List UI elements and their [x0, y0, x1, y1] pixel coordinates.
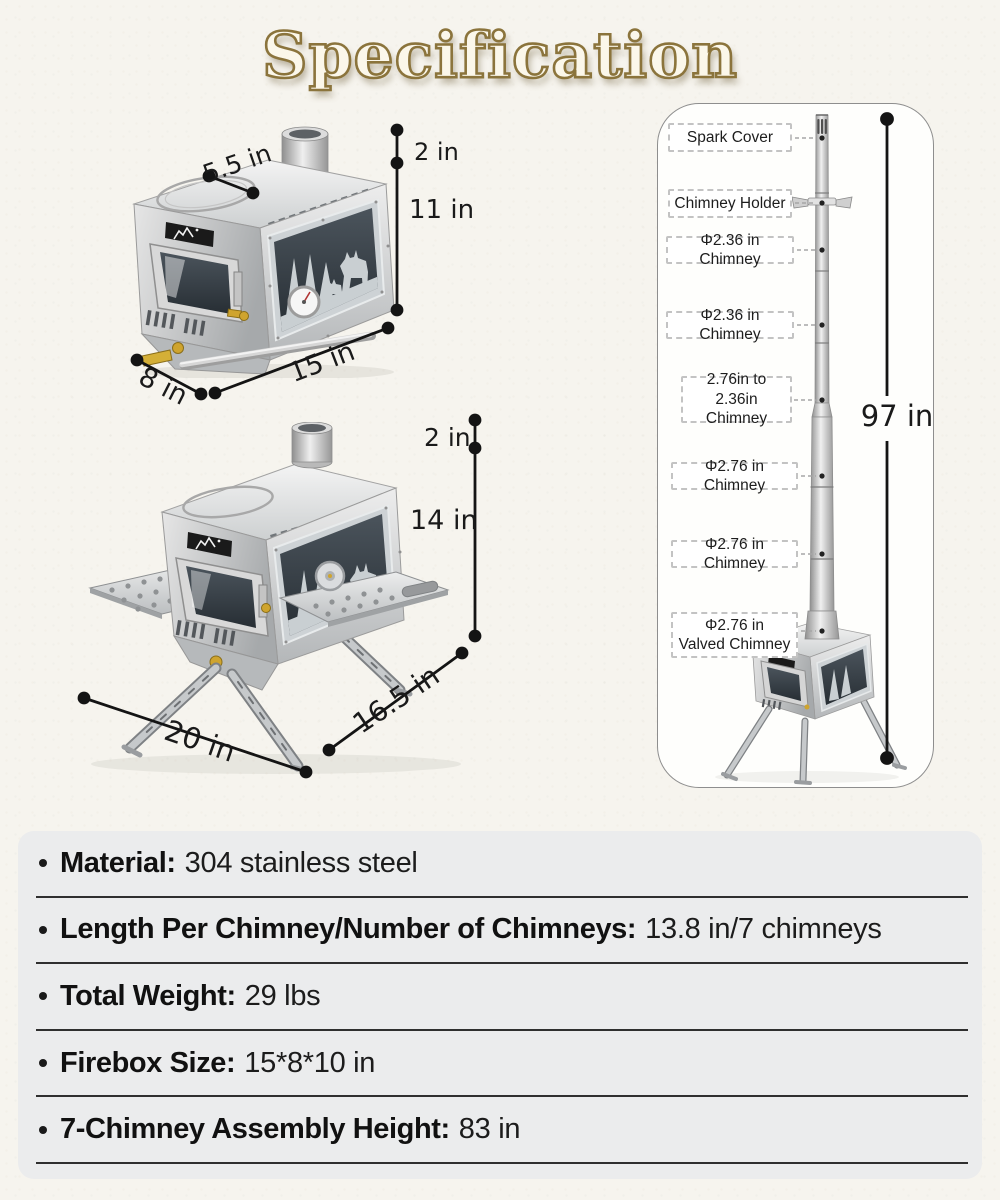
mountain-logo-icon [173, 226, 194, 240]
door-hinge [233, 271, 243, 307]
dim-label-body-height-2: 14 in [410, 505, 478, 536]
spec-value: 83 in [458, 1113, 521, 1146]
spec-label: Length Per Chimney/Number of Chimneys: [60, 913, 637, 946]
chimney-pipe [791, 114, 853, 612]
stove-leg [721, 705, 773, 781]
spec-row-firebox: Firebox Size: 15*8*10 in [36, 1031, 968, 1098]
spec-value: 13.8 in/7 chimneys [645, 913, 882, 946]
chimney-label-spark-cover: Spark Cover [668, 123, 792, 152]
chimney-label-236-1: Φ2.36 in Chimney [666, 232, 794, 268]
spec-value: 15*8*10 in [244, 1046, 376, 1079]
dim-label-collar-2: 2 in [424, 423, 471, 452]
spec-label: Firebox Size: [60, 1046, 236, 1079]
chimney-label-276-1: Φ2.76 in Chimney [671, 458, 798, 494]
dim-label-body-height-1: 11 in [409, 195, 475, 225]
dim-label-collar-1: 2 in [414, 138, 459, 166]
page-title: Specification [261, 17, 739, 94]
spec-value: 304 stainless steel [184, 846, 418, 879]
logo-plate [165, 222, 214, 247]
chimney-assembly-illustration [715, 114, 907, 785]
pipe-joints [810, 192, 834, 560]
stove-top-view-illustration [132, 126, 395, 378]
chimney-label-276-valved: Φ2.76 in Valved Chimney [671, 612, 798, 658]
chimney-label-276-2: Φ2.76 in Chimney [671, 536, 798, 572]
small-stove [750, 622, 875, 720]
spec-row-assembly-height: 7-Chimney Assembly Height: 83 in [36, 1097, 968, 1164]
dim-label-chimney-height: 97 in [860, 399, 934, 433]
right-shelf [278, 571, 450, 627]
deer-silhouette [340, 250, 368, 292]
spec-row-weight: Total Weight: 29 lbs [36, 964, 968, 1031]
bullet-dot [39, 992, 47, 1001]
shelf-handle-slot [401, 580, 439, 598]
bullet-dot [39, 925, 47, 934]
brass-valve [172, 342, 184, 354]
bullet-dot [39, 859, 47, 868]
stove-collar [804, 610, 840, 640]
bullet-dot [39, 1125, 47, 1134]
spec-label: Total Weight: [60, 979, 236, 1012]
door-hinge [258, 584, 268, 618]
spec-row-chimney-length: Length Per Chimney/Number of Chimneys: 1… [36, 898, 968, 965]
mountain-logo-icon [195, 536, 216, 550]
spec-label: 7-Chimney Assembly Height: [60, 1113, 450, 1146]
chimney-label-reducer: 2.76in to 2.36in Chimney [681, 371, 792, 427]
reducer-section [811, 402, 833, 418]
chimney-label-holder: Chimney Holder [668, 189, 792, 218]
spec-label: Material: [60, 846, 176, 879]
stove-collar [291, 422, 333, 469]
bullet-dot [39, 1059, 47, 1068]
stove-leg [794, 717, 812, 785]
brass-latch [261, 603, 271, 613]
stove-leg [858, 694, 907, 770]
spark-arrestor-slots [817, 119, 827, 134]
spec-row-material: Material: 304 stainless steel [36, 831, 968, 898]
spec-value: 29 lbs [244, 979, 321, 1012]
stove-leg-view-illustration [88, 422, 461, 774]
logo-plate [187, 532, 232, 557]
brass-latch [239, 311, 249, 321]
chimney-label-236-2: Φ2.36 in Chimney [666, 307, 794, 343]
spec-panel: Material: 304 stainless steel Length Per… [18, 831, 982, 1179]
